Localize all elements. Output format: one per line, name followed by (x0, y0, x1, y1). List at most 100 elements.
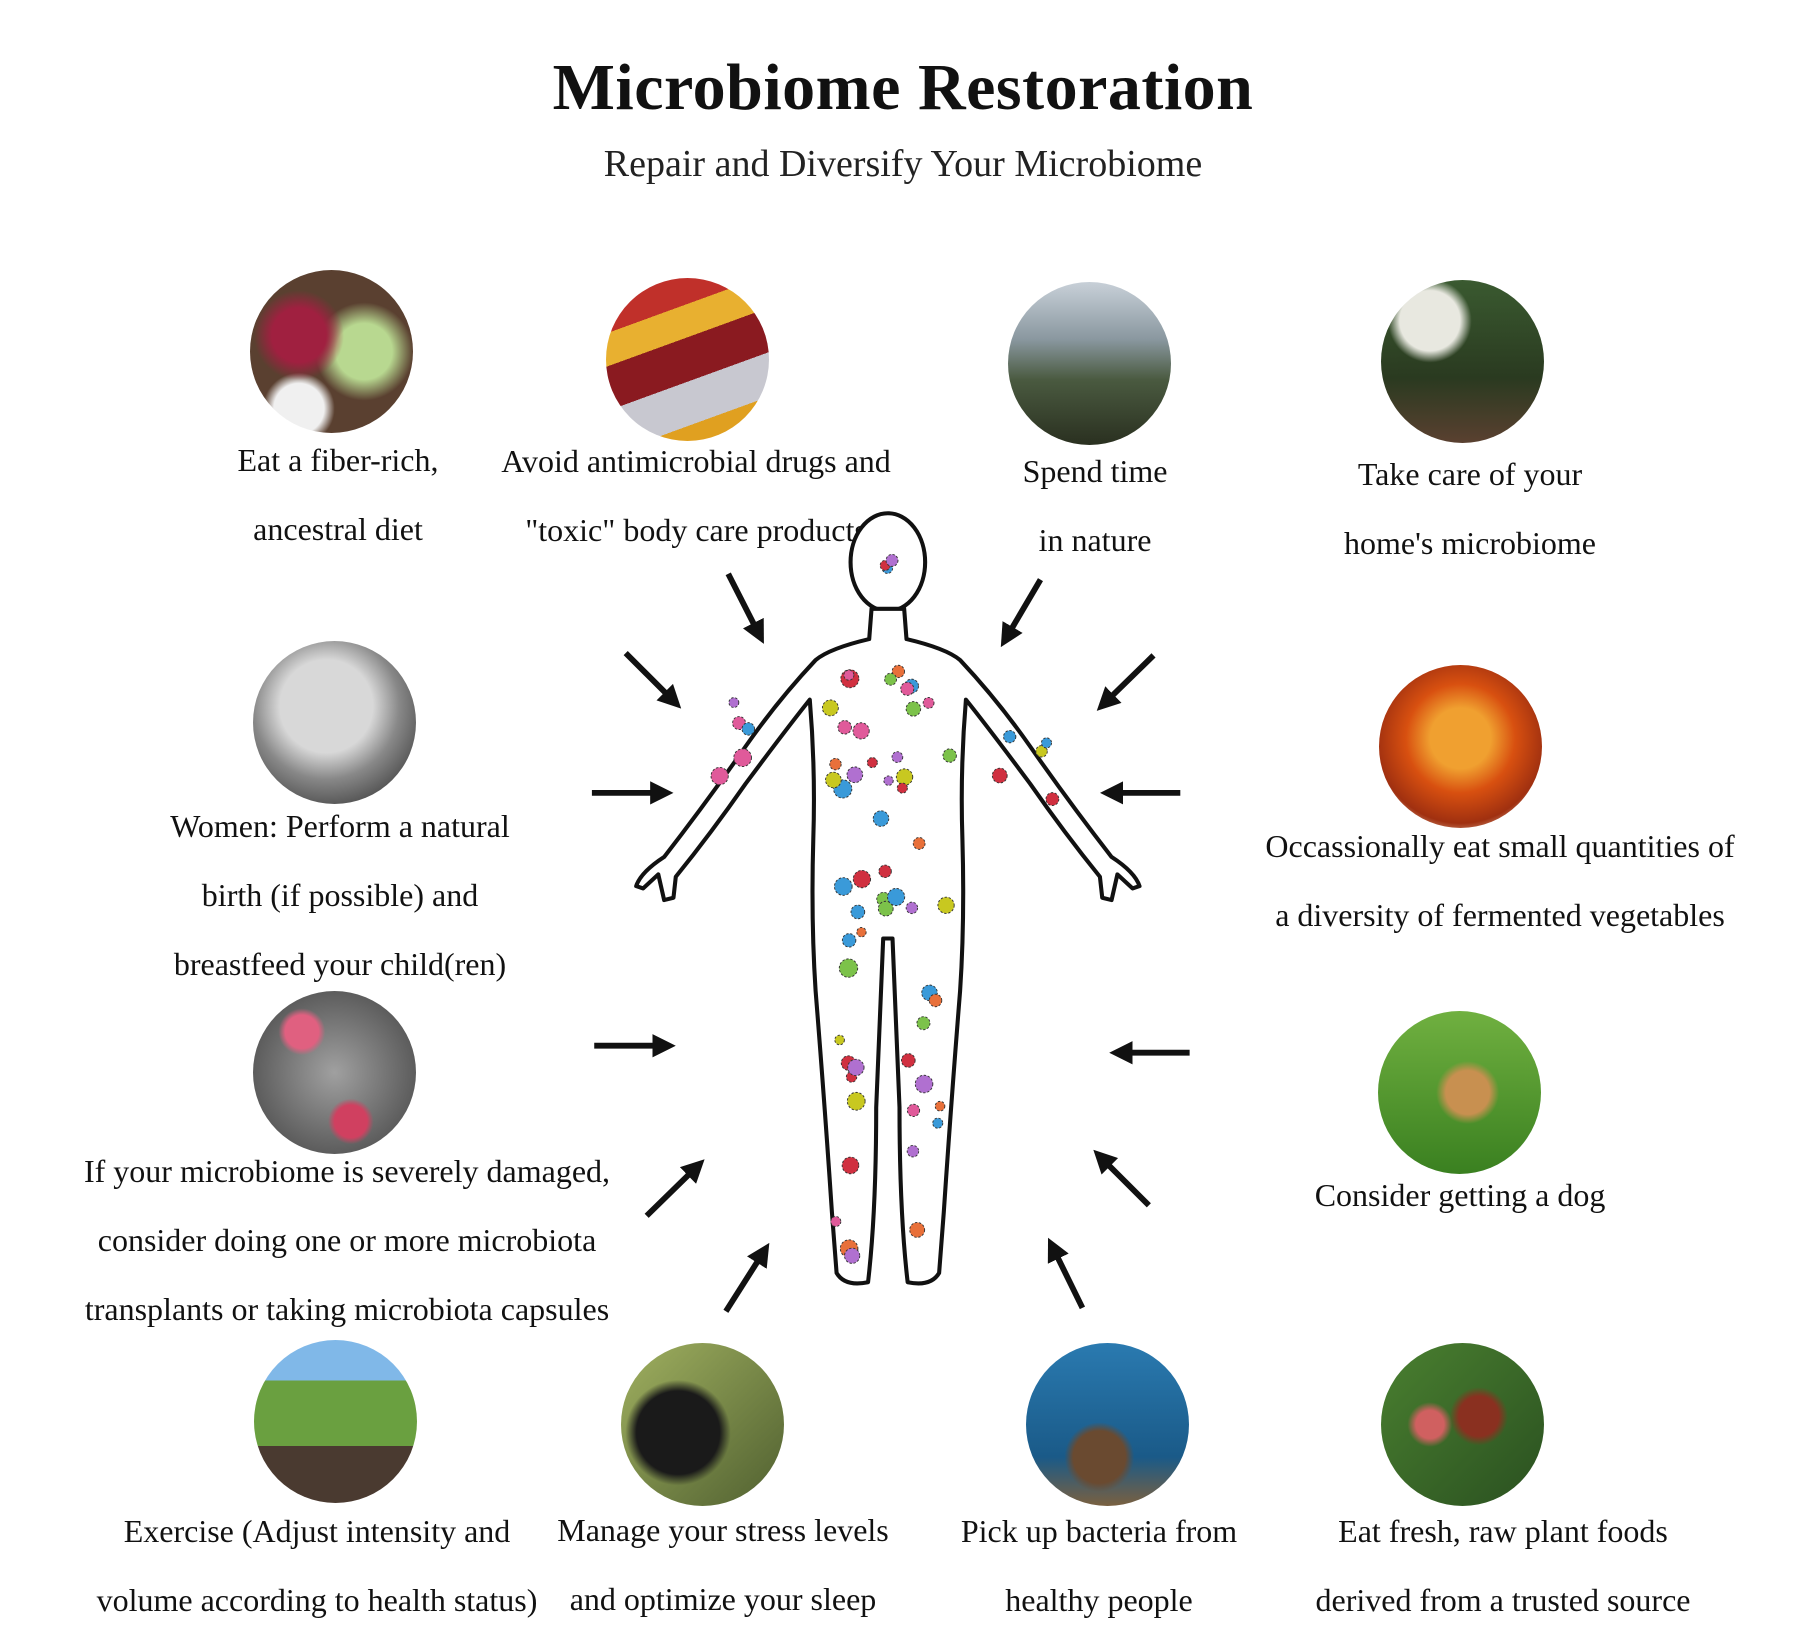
tip-line: a diversity of fermented vegetables (1275, 897, 1725, 933)
tip-healthy-people: Pick up bacteria from healthy people (799, 1497, 1399, 1635)
microbe-icon (878, 864, 892, 879)
arrow-icon (644, 1159, 705, 1218)
microbe-icon (891, 664, 905, 679)
tip-line: and optimize your sleep (569, 1581, 877, 1617)
microbe-icon (991, 767, 1008, 784)
microbe-icon (1040, 737, 1053, 749)
tip-line: Women: Perform a natural (170, 808, 510, 844)
microbe-icon (1003, 730, 1017, 744)
fiber-diet-photo (250, 270, 413, 433)
tip-line: in nature (1038, 522, 1152, 558)
microbe-icon (877, 900, 894, 917)
tip-line: ancestral diet (253, 511, 423, 547)
microbe-icon (884, 672, 898, 686)
tip-line: home's microbiome (1344, 525, 1596, 561)
antimicrobial-drugs-photo (606, 278, 769, 441)
healthy-people-photo (1026, 1343, 1189, 1506)
microbe-icon (825, 771, 842, 789)
microbe-icon (901, 1053, 916, 1068)
arrow-icon (725, 572, 764, 644)
microbe-icon (905, 701, 922, 717)
tip-line: transplants or taking microbiota capsule… (84, 1291, 610, 1327)
tip-fiber-diet: Eat a fiber-rich, ancestral diet (38, 426, 638, 564)
raw-plant-foods-photo (1381, 1343, 1544, 1506)
microbe-icon (850, 904, 866, 920)
microbe-icon (885, 553, 899, 567)
page-title: Microbiome Restoration (552, 51, 1254, 124)
tip-line: Manage your stress levels (557, 1512, 889, 1548)
tip-line: derived from a trusted source (1315, 1582, 1691, 1618)
microbe-icon (942, 748, 957, 763)
microbe-icon (866, 757, 878, 769)
arrow-icon (723, 1242, 770, 1313)
fermented-vegetables-photo (1379, 665, 1542, 828)
microbe-icon (733, 748, 752, 768)
microbe-icon (916, 1016, 931, 1031)
microbe-icon (914, 1074, 934, 1094)
microbe-icon (934, 1100, 946, 1112)
microbe-icon (829, 757, 842, 771)
microbe-icon (821, 699, 839, 717)
dog-photo (1378, 1011, 1541, 1174)
microbe-icon (883, 775, 894, 786)
microbe-icon (843, 669, 855, 681)
tip-line: If your microbiome is severely damaged, (83, 1153, 611, 1189)
tip-nature: Spend time in nature (795, 437, 1395, 575)
tip-raw-plant-foods: Eat fresh, raw plant foods derived from … (1203, 1497, 1803, 1635)
microbe-icon (710, 766, 729, 786)
home-plants-photo (1381, 280, 1544, 443)
tip-line: "toxic" body care products (525, 512, 867, 548)
microbes-group (710, 553, 1060, 1264)
tip-exercise: Exercise (Adjust intensity and volume ac… (17, 1497, 617, 1635)
microbe-icon (872, 810, 890, 827)
tip-line: Spend time (1022, 453, 1168, 489)
tip-line: Eat fresh, raw plant foods (1338, 1513, 1668, 1549)
breastfeeding-photo (253, 641, 416, 804)
microbe-icon (906, 1144, 920, 1158)
bacteria-photo (253, 991, 416, 1154)
microbe-icon (900, 681, 915, 696)
tip-fermented-vegetables: Occassionally eat small quantities of a … (1200, 812, 1800, 950)
tip-line: Take care of your (1357, 456, 1583, 492)
tip-line: Occassionally eat small quantities of (1265, 828, 1735, 864)
microbe-icon (905, 901, 919, 915)
microbe-icon (909, 1221, 926, 1238)
microbe-icon (841, 933, 857, 948)
tip-microbiota-transplants: If your microbiome is severely damaged, … (47, 1137, 647, 1344)
microbe-icon (895, 768, 914, 786)
microbe-icon (896, 782, 908, 794)
microbe-icon (906, 1103, 921, 1117)
tip-line: Eat a fiber-rich, (237, 442, 439, 478)
arrow-icon (1047, 1237, 1086, 1310)
tip-natural-birth: Women: Perform a natural birth (if possi… (40, 792, 640, 999)
microbe-icon (856, 926, 867, 938)
microbe-icon (928, 993, 943, 1008)
nature-photo (1008, 282, 1171, 445)
tip-line: birth (if possible) and (201, 877, 479, 913)
microbe-icon (833, 877, 853, 896)
microbe-icon (912, 837, 926, 850)
tip-stress-sleep: Manage your stress levels and optimize y… (423, 1496, 1023, 1634)
microbe-icon (1045, 792, 1060, 806)
meditation-photo (621, 1343, 784, 1506)
arrow-icon (1096, 653, 1156, 711)
tip-dog: Consider getting a dog (1160, 1161, 1760, 1230)
microbe-icon (841, 1156, 860, 1175)
tip-line: breastfeed your child(ren) (173, 946, 507, 982)
microbe-icon (932, 1117, 944, 1129)
arrow-icon (1000, 578, 1043, 648)
tip-home-microbiome: Take care of your home's microbiome (1170, 440, 1770, 578)
arrow-icon (623, 650, 682, 709)
microbe-icon (891, 751, 904, 763)
tip-line: consider doing one or more microbiota (97, 1222, 597, 1258)
microbe-icon (838, 958, 859, 978)
microbe-icon (846, 766, 864, 784)
microbe-icon (852, 869, 872, 889)
tip-line: Consider getting a dog (1314, 1177, 1606, 1213)
microbe-icon (837, 720, 852, 735)
tip-line: healthy people (1005, 1582, 1193, 1618)
microbe-icon (937, 896, 955, 914)
microbe-icon (844, 1247, 861, 1264)
tip-line: Avoid antimicrobial drugs and (501, 443, 891, 479)
